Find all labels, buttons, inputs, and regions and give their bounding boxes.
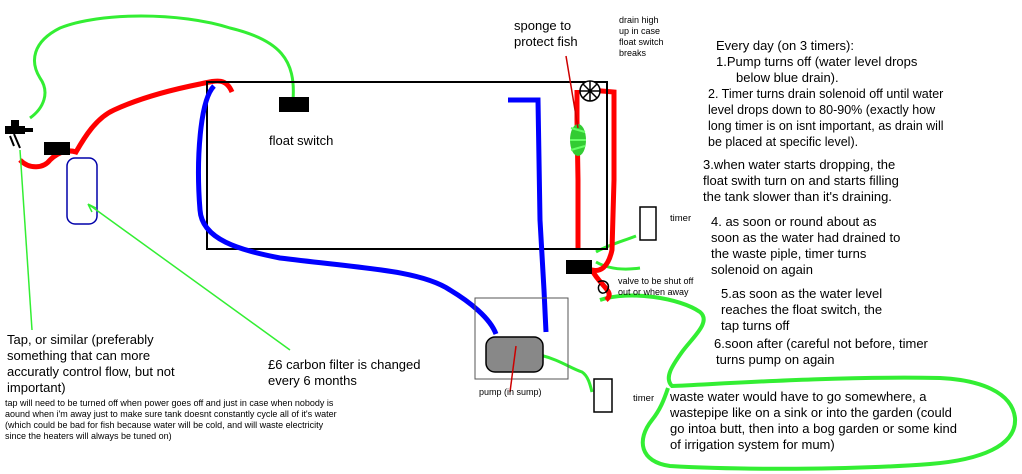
step-5: 5.as soon as the water level reaches the… (721, 286, 882, 334)
step-1: 1.Pump turns off (water level drops belo… (716, 54, 917, 86)
step-5-line: 5.as soon as the water level (721, 286, 883, 301)
float-switch-to-tap-wire (29, 14, 295, 120)
waste-label-line: wastepipe like on a sink or into the gar… (670, 405, 952, 420)
timer-bottom-box (593, 378, 613, 413)
pump-label: pump (in sump) (479, 387, 542, 397)
carbon-filter-label: £6 carbon filter is changed every 6 mont… (268, 357, 420, 389)
sump-box (474, 297, 569, 380)
step-1-line: 1.Pump turns off (water level drops (716, 54, 918, 69)
sponge-label-line: protect fish (514, 34, 578, 49)
step-4: 4. as soon or round about as soon as the… (711, 214, 900, 278)
carbon-filter (66, 157, 98, 225)
step-3: 3.when water starts dropping, the float … (703, 157, 899, 205)
fish-tank (206, 81, 608, 250)
timer-right-label: timer (670, 213, 692, 224)
red-inlet-pipe (18, 78, 235, 170)
step-3-line: the tank slower than it's draining. (703, 189, 892, 204)
red-drain-pipe (574, 90, 581, 250)
tap-icon (5, 120, 33, 149)
timer-bottom-label: timer (633, 393, 655, 404)
drain-high-line: up in case (619, 26, 661, 36)
step-4-line: the waste piple, timer turns (711, 246, 867, 261)
solenoid-to-timer-wire (595, 234, 641, 271)
drain-high-label: drain high up in case float switch break… (619, 15, 664, 59)
step-2: 2. Timer turns drain solenoid off until … (708, 86, 944, 150)
tap-note-line: since the heaters will always be tuned o… (5, 431, 172, 441)
sponge-label: sponge to protect fish (514, 18, 578, 50)
step-2-line: long timer is on isnt important, as drai… (708, 119, 944, 133)
float-switch-block (279, 97, 309, 112)
step-5-line: tap turns off (721, 318, 790, 333)
steps-heading: Every day (on 3 timers): (716, 38, 854, 53)
valve-label: valve to be shut off out or when away (618, 276, 693, 298)
step-1-line: below blue drain). (736, 70, 839, 85)
red-overflow-pipe (587, 87, 617, 302)
inlet-valve-block (44, 142, 70, 155)
carbon-filter-line: £6 carbon filter is changed (268, 357, 421, 372)
tap-pointer (19, 149, 33, 331)
tap-label-line: accuratly control flow, but not (7, 364, 175, 379)
waste-label: waste water would have to go somewhere, … (670, 389, 957, 453)
step-2-line: be placed at specific level). (708, 135, 859, 149)
waste-label-line: waste water would have to go somewhere, … (670, 389, 927, 404)
tap-note-line: aound when i'm away just to make sure ta… (5, 409, 337, 419)
step-4-line: 4. as soon or round about as (711, 214, 877, 229)
sponge-icon (570, 124, 586, 156)
tap-label-line: something that can more (7, 348, 151, 363)
step-2-line: level drops down to 80-90% (exactly how (708, 103, 936, 117)
sponge-label-line: sponge to (514, 18, 572, 33)
sponge-pointer (565, 55, 579, 129)
drain-high-line: breaks (619, 48, 647, 58)
pump-pointer (509, 345, 517, 393)
tap-note: tap will need to be turned off when powe… (5, 398, 337, 442)
pump-to-timer-wire (539, 353, 594, 393)
step-4-line: solenoid on again (711, 262, 813, 277)
step-3-line: 3.when water starts dropping, the (703, 157, 896, 172)
tap-label-line: important) (7, 380, 66, 395)
waste-area-outline (599, 293, 1018, 471)
step-2-line: 2. Timer turns drain solenoid off until … (708, 87, 944, 101)
timer-right-box (639, 206, 657, 241)
step-6-line: 6.soon after (careful not before, timer (714, 336, 928, 351)
valve-icon (597, 280, 610, 294)
carbon-filter-line: every 6 months (268, 373, 357, 388)
step-6: 6.soon after (careful not before, timer … (714, 336, 928, 368)
step-6-line: turns pump on again (716, 352, 835, 367)
strainer-icon (579, 80, 601, 102)
valve-label-line: valve to be shut off (618, 276, 694, 286)
tap-note-line: tap will need to be turned off when powe… (5, 398, 334, 408)
valve-label-line: out or when away (618, 287, 689, 297)
waste-label-line: go intoa butt, then into a bog garden or… (670, 421, 957, 436)
drain-high-line: float switch (619, 37, 664, 47)
tap-label: Tap, or similar (preferably something th… (7, 332, 175, 396)
blue-pump-return-pipe (196, 84, 499, 336)
float-switch-label: float switch (269, 133, 334, 148)
solenoid-block (566, 260, 592, 274)
step-5-line: reaches the float switch, the (721, 302, 883, 317)
blue-drain-pipe (508, 97, 549, 333)
tap-note-line: (which could be bad for fish because wat… (5, 420, 324, 430)
step-4-line: soon as the water had drained to (711, 230, 901, 245)
tap-label-line: Tap, or similar (preferably (7, 332, 154, 347)
step-3-line: float swith turn on and starts filling (703, 173, 899, 188)
drain-high-line: drain high (619, 15, 659, 25)
waste-label-line: of irrigation system for mum) (670, 437, 835, 452)
filter-pointer (87, 203, 291, 351)
